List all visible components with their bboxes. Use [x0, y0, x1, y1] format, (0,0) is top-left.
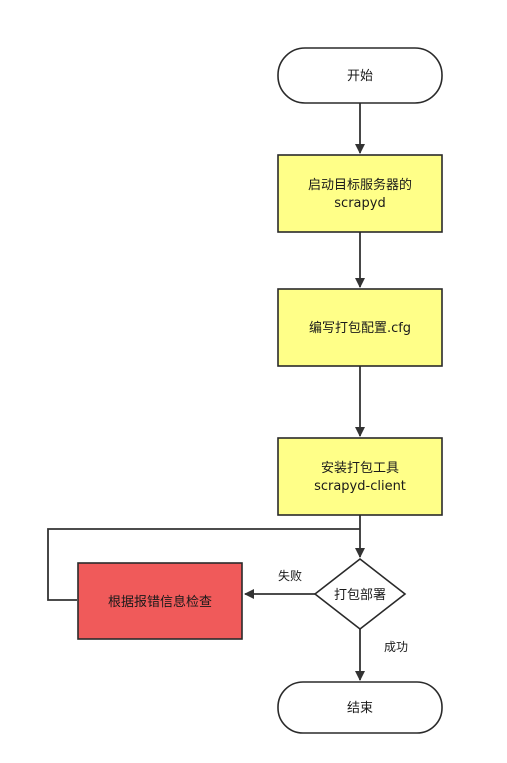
install-client-label-line1: 安装打包工具 — [321, 461, 399, 476]
start-shape — [277, 47, 443, 104]
launch-scrapyd-label-line1: 启动目标服务器的 — [308, 177, 412, 193]
write-config-node: 编写打包配置.cfg — [277, 288, 443, 367]
install-client-shape — [277, 437, 443, 516]
edges — [47, 103, 365, 681]
check-errors-shape — [77, 562, 243, 640]
install-client-label-line2: scrapyd-client — [314, 479, 406, 494]
launch-scrapyd-label-line2: scrapyd — [334, 196, 385, 211]
check-errors-node: 根据报错信息检查 — [77, 562, 243, 640]
check-errors-label: 根据报错信息检查 — [108, 594, 212, 610]
deploy-decision-label: 打包部署 — [334, 588, 386, 603]
end-node: 结束 — [277, 681, 443, 734]
end-shape — [277, 681, 443, 734]
write-config-shape — [277, 288, 443, 367]
success-edge-label: 成功 — [384, 640, 408, 654]
install-client-node: 安装打包工具 scrapyd-client — [277, 437, 443, 516]
start-label: 开始 — [347, 69, 373, 84]
deploy-decision-node: 打包部署 — [313, 557, 407, 631]
end-label: 结束 — [347, 701, 373, 716]
fail-edge-label: 失败 — [278, 568, 302, 583]
deploy-decision-shape — [313, 557, 407, 631]
write-config-label: 编写打包配置.cfg — [309, 321, 411, 336]
start-node: 开始 — [277, 47, 443, 104]
launch-scrapyd-shape — [277, 154, 443, 233]
edge-check-loop-back — [47, 528, 360, 601]
launch-scrapyd-node: 启动目标服务器的 scrapyd — [277, 154, 443, 233]
